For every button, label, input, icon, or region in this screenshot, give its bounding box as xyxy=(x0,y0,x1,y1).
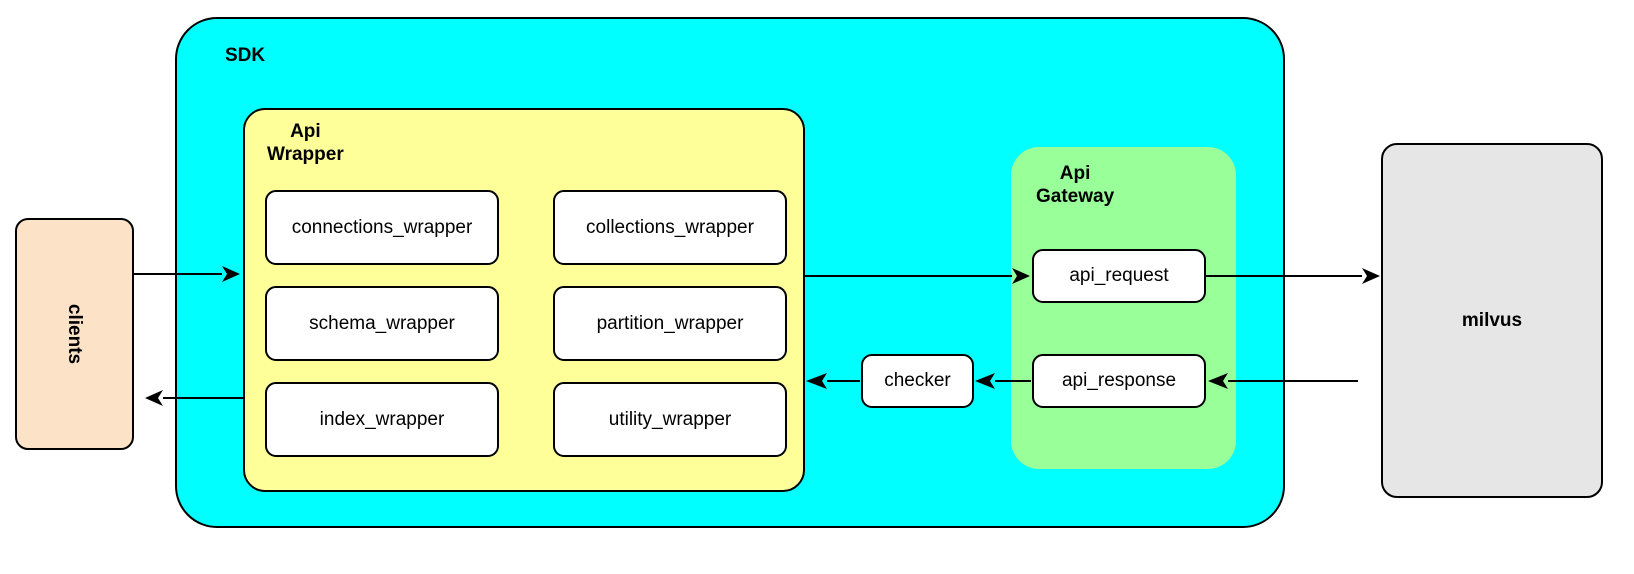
node-schema-wrapper[interactable]: schema_wrapper xyxy=(265,286,499,361)
node-utility-wrapper[interactable]: utility_wrapper xyxy=(553,382,787,457)
node-label: partition_wrapper xyxy=(596,312,744,334)
node-label: connections_wrapper xyxy=(291,216,473,238)
node-label: api_response xyxy=(1061,370,1177,391)
node-label: utility_wrapper xyxy=(608,408,732,430)
node-api-request[interactable]: api_request xyxy=(1032,249,1206,303)
node-connections-wrapper[interactable]: connections_wrapper xyxy=(265,190,499,265)
api-gateway-container: Api Gateway xyxy=(1011,147,1236,469)
node-partition-wrapper[interactable]: partition_wrapper xyxy=(553,286,787,361)
node-api-response[interactable]: api_response xyxy=(1032,354,1206,408)
node-collections-wrapper[interactable]: collections_wrapper xyxy=(553,190,787,265)
node-label: api_request xyxy=(1069,265,1169,286)
node-checker[interactable]: checker xyxy=(861,354,974,408)
node-label: index_wrapper xyxy=(319,408,445,430)
node-label: schema_wrapper xyxy=(309,312,455,334)
milvus-label: milvus xyxy=(1461,309,1523,331)
clients-box[interactable]: clients xyxy=(15,218,134,450)
node-label: checker xyxy=(884,370,951,391)
node-index-wrapper[interactable]: index_wrapper xyxy=(265,382,499,457)
sdk-container-label: SDK xyxy=(225,45,266,66)
clients-label: clients xyxy=(64,303,86,365)
node-label: collections_wrapper xyxy=(586,216,754,238)
api-wrapper-container-label: Api Wrapper xyxy=(267,121,344,165)
api-gateway-container-label: Api Gateway xyxy=(1036,163,1115,207)
milvus-box[interactable]: milvus xyxy=(1381,143,1603,498)
